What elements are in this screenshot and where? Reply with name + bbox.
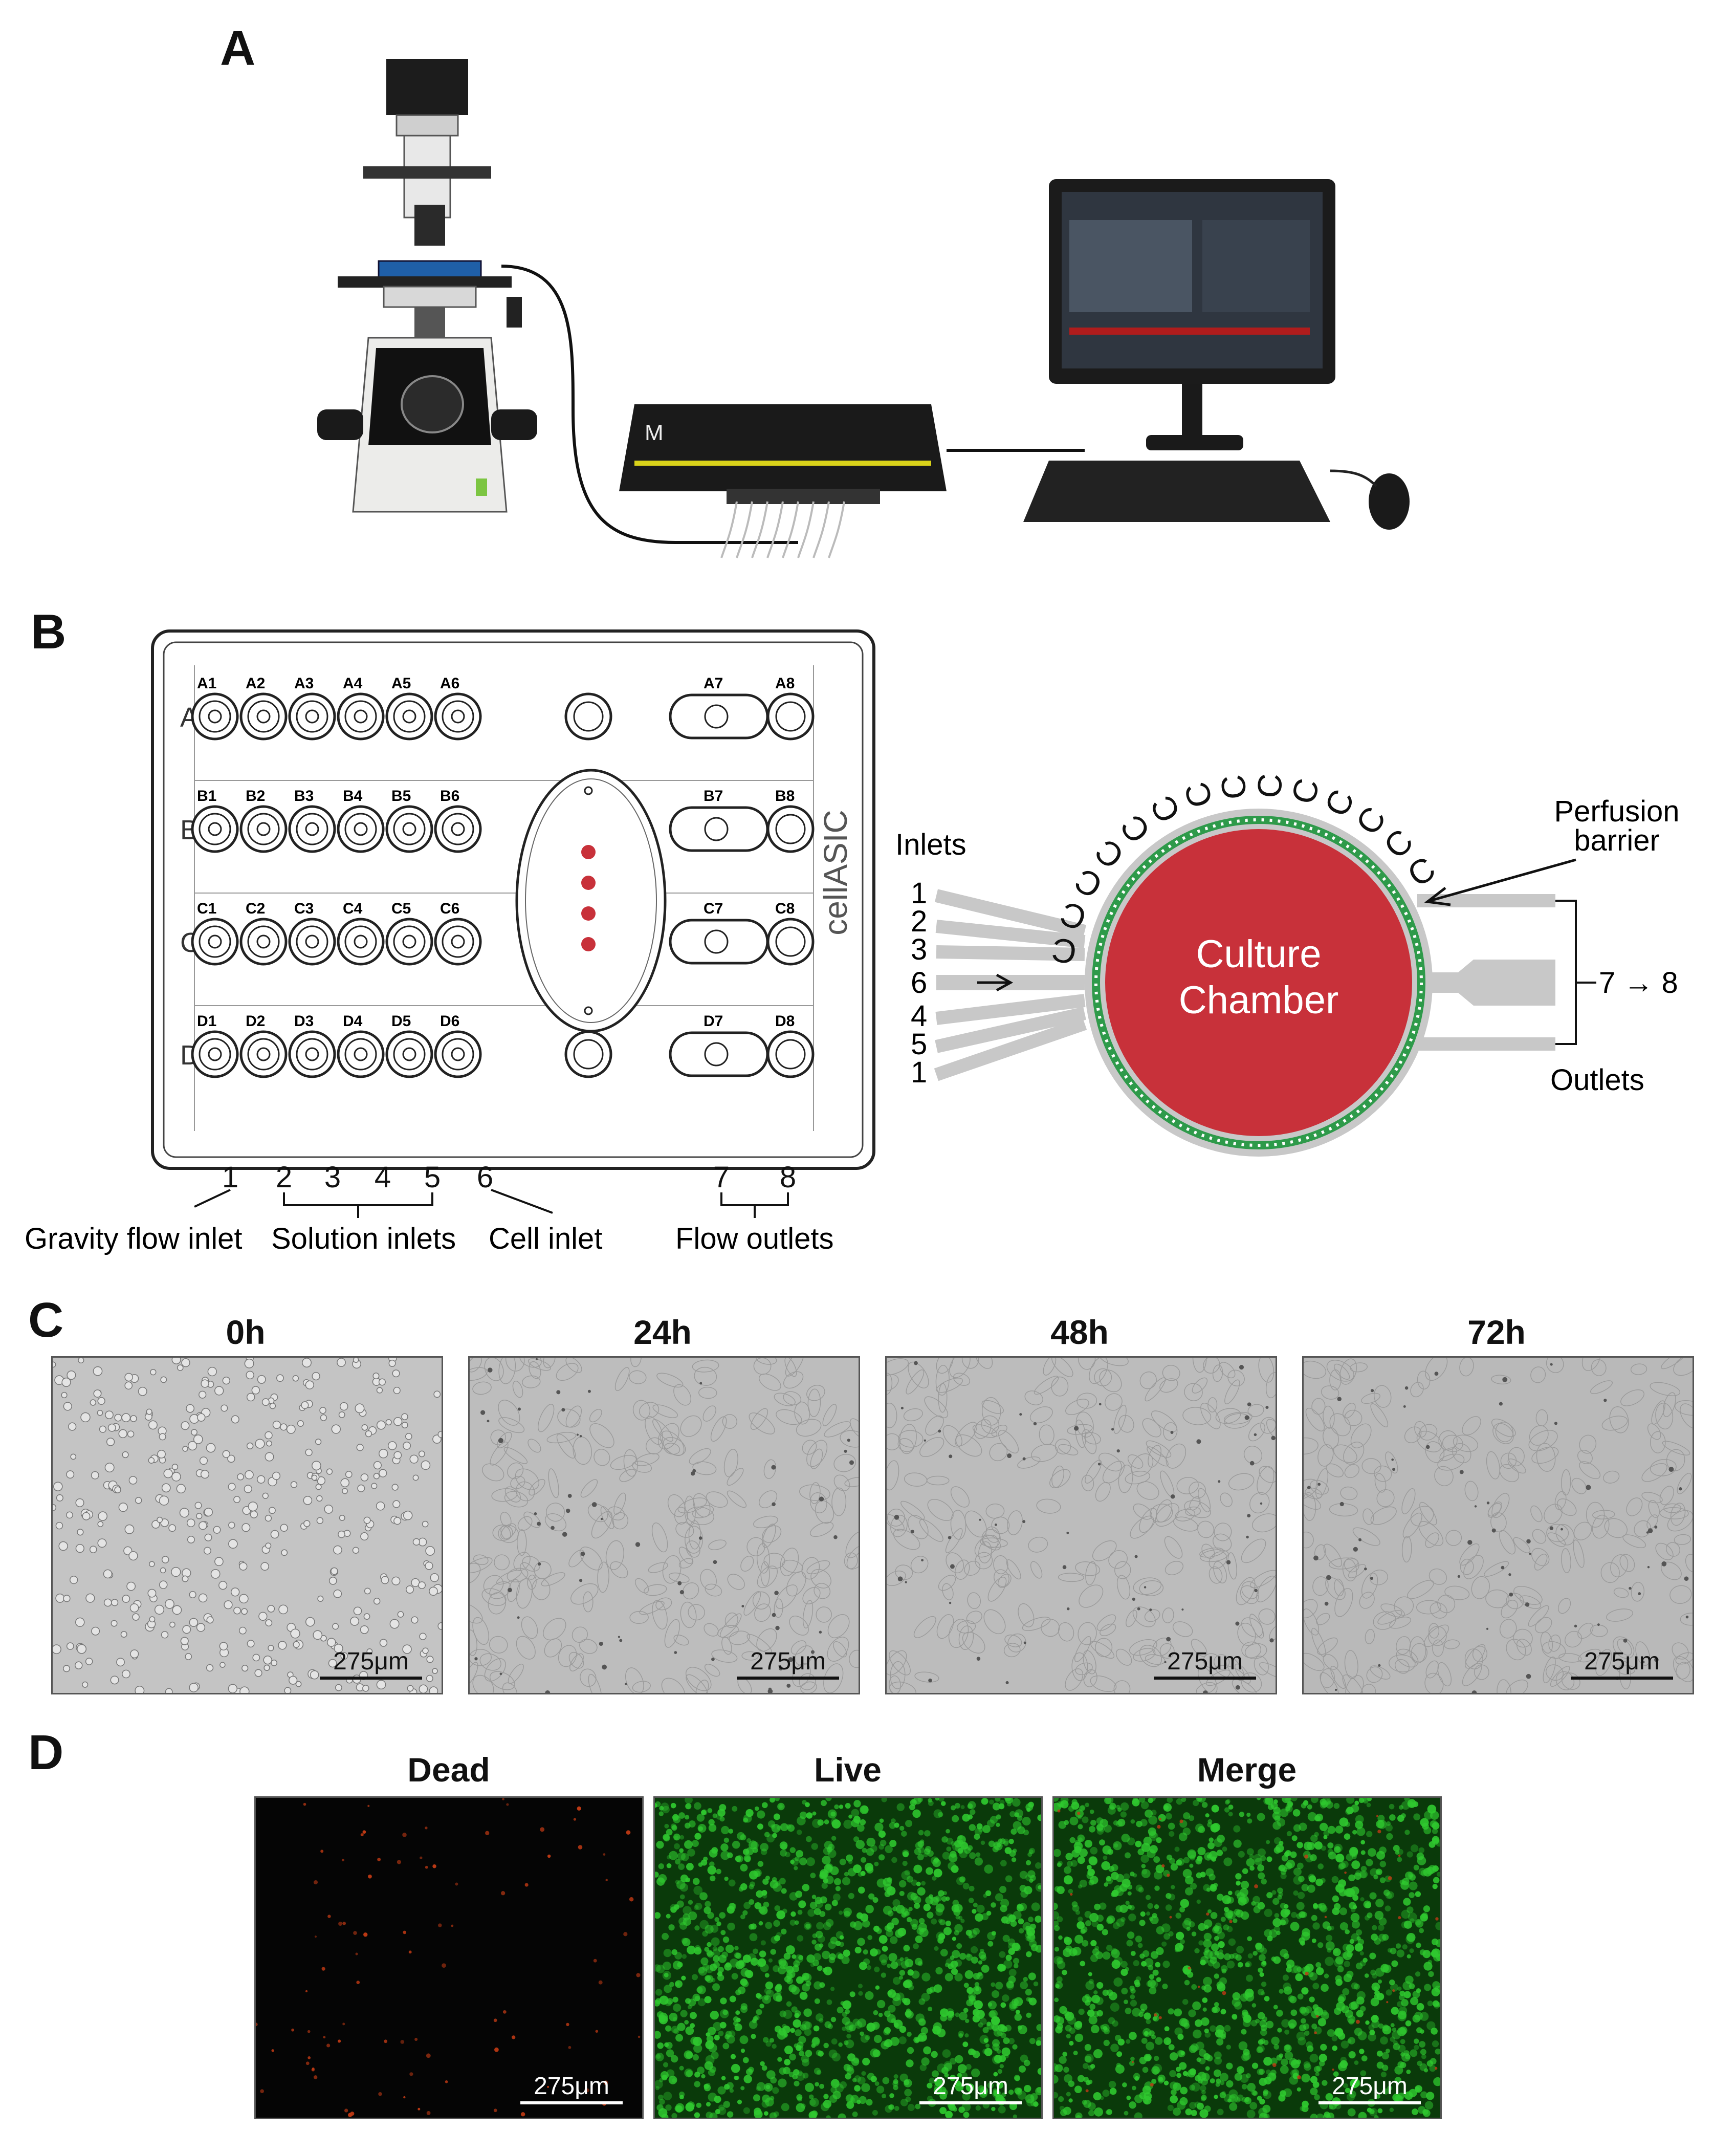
fluorescence-dead-image: 275μm	[254, 1796, 644, 2119]
well-label: B1	[197, 788, 216, 804]
inlet-number: 3	[911, 933, 927, 966]
well-label: C4	[343, 900, 363, 917]
scale-bar: 275μm	[320, 1647, 422, 1680]
panel-a-illustration: M	[317, 59, 1410, 558]
brightfield-image-48h: 275μm	[885, 1356, 1277, 1694]
chamber-dot-3	[581, 906, 596, 921]
inlet-number: 1	[911, 877, 927, 910]
plate-bottom-number: 1	[222, 1162, 238, 1194]
well-label: A3	[294, 675, 314, 692]
well-label: A6	[440, 675, 459, 692]
plate-bottom-number: 7	[713, 1162, 730, 1194]
well-label: D7	[704, 1013, 723, 1030]
culture-label: Culture	[1196, 932, 1322, 976]
gravity-flow-inlet-label: Gravity flow inlet	[25, 1222, 242, 1255]
scale-bar: 275μm	[737, 1647, 839, 1680]
flow-outlets-label: Flow outlets	[675, 1222, 833, 1255]
panel-label-c: C	[28, 1293, 64, 1347]
plate-bottom-number: 4	[375, 1162, 391, 1194]
well-label: A4	[343, 675, 363, 692]
panel-label-d: D	[28, 1725, 64, 1780]
scale-bar: 275μm	[520, 2072, 623, 2104]
well-label: C5	[391, 900, 411, 917]
plate-bottom-number: 2	[276, 1162, 292, 1194]
well-label: D2	[246, 1013, 265, 1030]
plate-bottom-number: 3	[324, 1162, 341, 1194]
well-label: B4	[343, 788, 363, 804]
well-label: C2	[246, 900, 265, 917]
plate-bottom-number: 5	[424, 1162, 441, 1194]
plate-bottom-number: 6	[477, 1162, 493, 1194]
well-label: D8	[775, 1013, 795, 1030]
controller-brand: M	[645, 420, 664, 445]
well-label: B6	[440, 788, 459, 804]
well-label: C3	[294, 900, 314, 917]
timepoint-48h-title: 48h	[1050, 1313, 1109, 1351]
dead-title: Dead	[407, 1751, 490, 1789]
well-label: C8	[775, 900, 795, 917]
inlet-number: 1	[911, 1056, 927, 1089]
barrier-label: barrier	[1574, 824, 1660, 857]
timepoint-72h-title: 72h	[1467, 1313, 1526, 1351]
chamber-dot-4	[581, 937, 596, 951]
inlet-number: 2	[911, 905, 927, 938]
cell-glyph: C	[1250, 772, 1289, 799]
well-label: A7	[704, 675, 723, 692]
brightfield-image-72h: 275μm	[1302, 1356, 1694, 1694]
well-label: B5	[391, 788, 411, 804]
plate-brand: cellASIC	[817, 810, 854, 935]
well-label: D5	[391, 1013, 411, 1030]
well-label: C6	[440, 900, 459, 917]
plate-bottom-number: 8	[780, 1162, 796, 1194]
well-label: D4	[343, 1013, 363, 1030]
outlets-title: Outlets	[1550, 1063, 1644, 1097]
solution-inlets-label: Solution inlets	[271, 1222, 456, 1255]
inlet-number: 6	[911, 966, 927, 999]
perfusion-label: Perfusion	[1554, 795, 1679, 828]
microscope-icon	[317, 59, 798, 544]
scale-bar: 275μm	[1571, 1647, 1673, 1680]
chamber-dot-2	[581, 876, 596, 890]
outlet-arrow-label: 7 → 8	[1599, 966, 1678, 999]
chamber-label: Chamber	[1179, 978, 1339, 1022]
panel-label-a: A	[220, 21, 256, 76]
well-label: B8	[775, 788, 795, 804]
fluorescence-live-image: 275μm	[653, 1796, 1043, 2119]
scale-bar: 275μm	[1319, 2072, 1421, 2104]
computer-icon	[1023, 179, 1410, 530]
scale-bar: 275μm	[1154, 1647, 1256, 1680]
inlet-number: 4	[911, 999, 927, 1033]
well-label: A1	[197, 675, 216, 692]
timepoint-0h-title: 0h	[226, 1313, 266, 1351]
well-label: B7	[704, 788, 723, 804]
perfusion-controller-icon: M	[619, 404, 1085, 558]
well-label: C7	[704, 900, 723, 917]
cell-inlet-label: Cell inlet	[489, 1222, 602, 1255]
well-label: D3	[294, 1013, 314, 1030]
scale-bar: 275μm	[919, 2072, 1022, 2104]
fluorescence-merge-image: 275μm	[1052, 1796, 1442, 2119]
brightfield-image-0h: 275μm	[51, 1356, 443, 1694]
well-label: B3	[294, 788, 314, 804]
chamber-dot-1	[581, 845, 596, 859]
inlet-number: 5	[911, 1028, 927, 1061]
merge-title: Merge	[1197, 1751, 1297, 1789]
well-label: A5	[391, 675, 411, 692]
well-label: C1	[197, 900, 216, 917]
inlets-title: Inlets	[895, 828, 966, 861]
well-label: A2	[246, 675, 265, 692]
brightfield-image-24h: 275μm	[468, 1356, 860, 1694]
panel-label-b: B	[31, 604, 67, 659]
well-label: B2	[246, 788, 265, 804]
live-title: Live	[814, 1751, 882, 1789]
well-label: D6	[440, 1013, 459, 1030]
cell-glyph: C	[1213, 773, 1254, 801]
well-label: D1	[197, 1013, 216, 1030]
timepoint-24h-title: 24h	[633, 1313, 692, 1351]
well-label: A8	[775, 675, 795, 692]
